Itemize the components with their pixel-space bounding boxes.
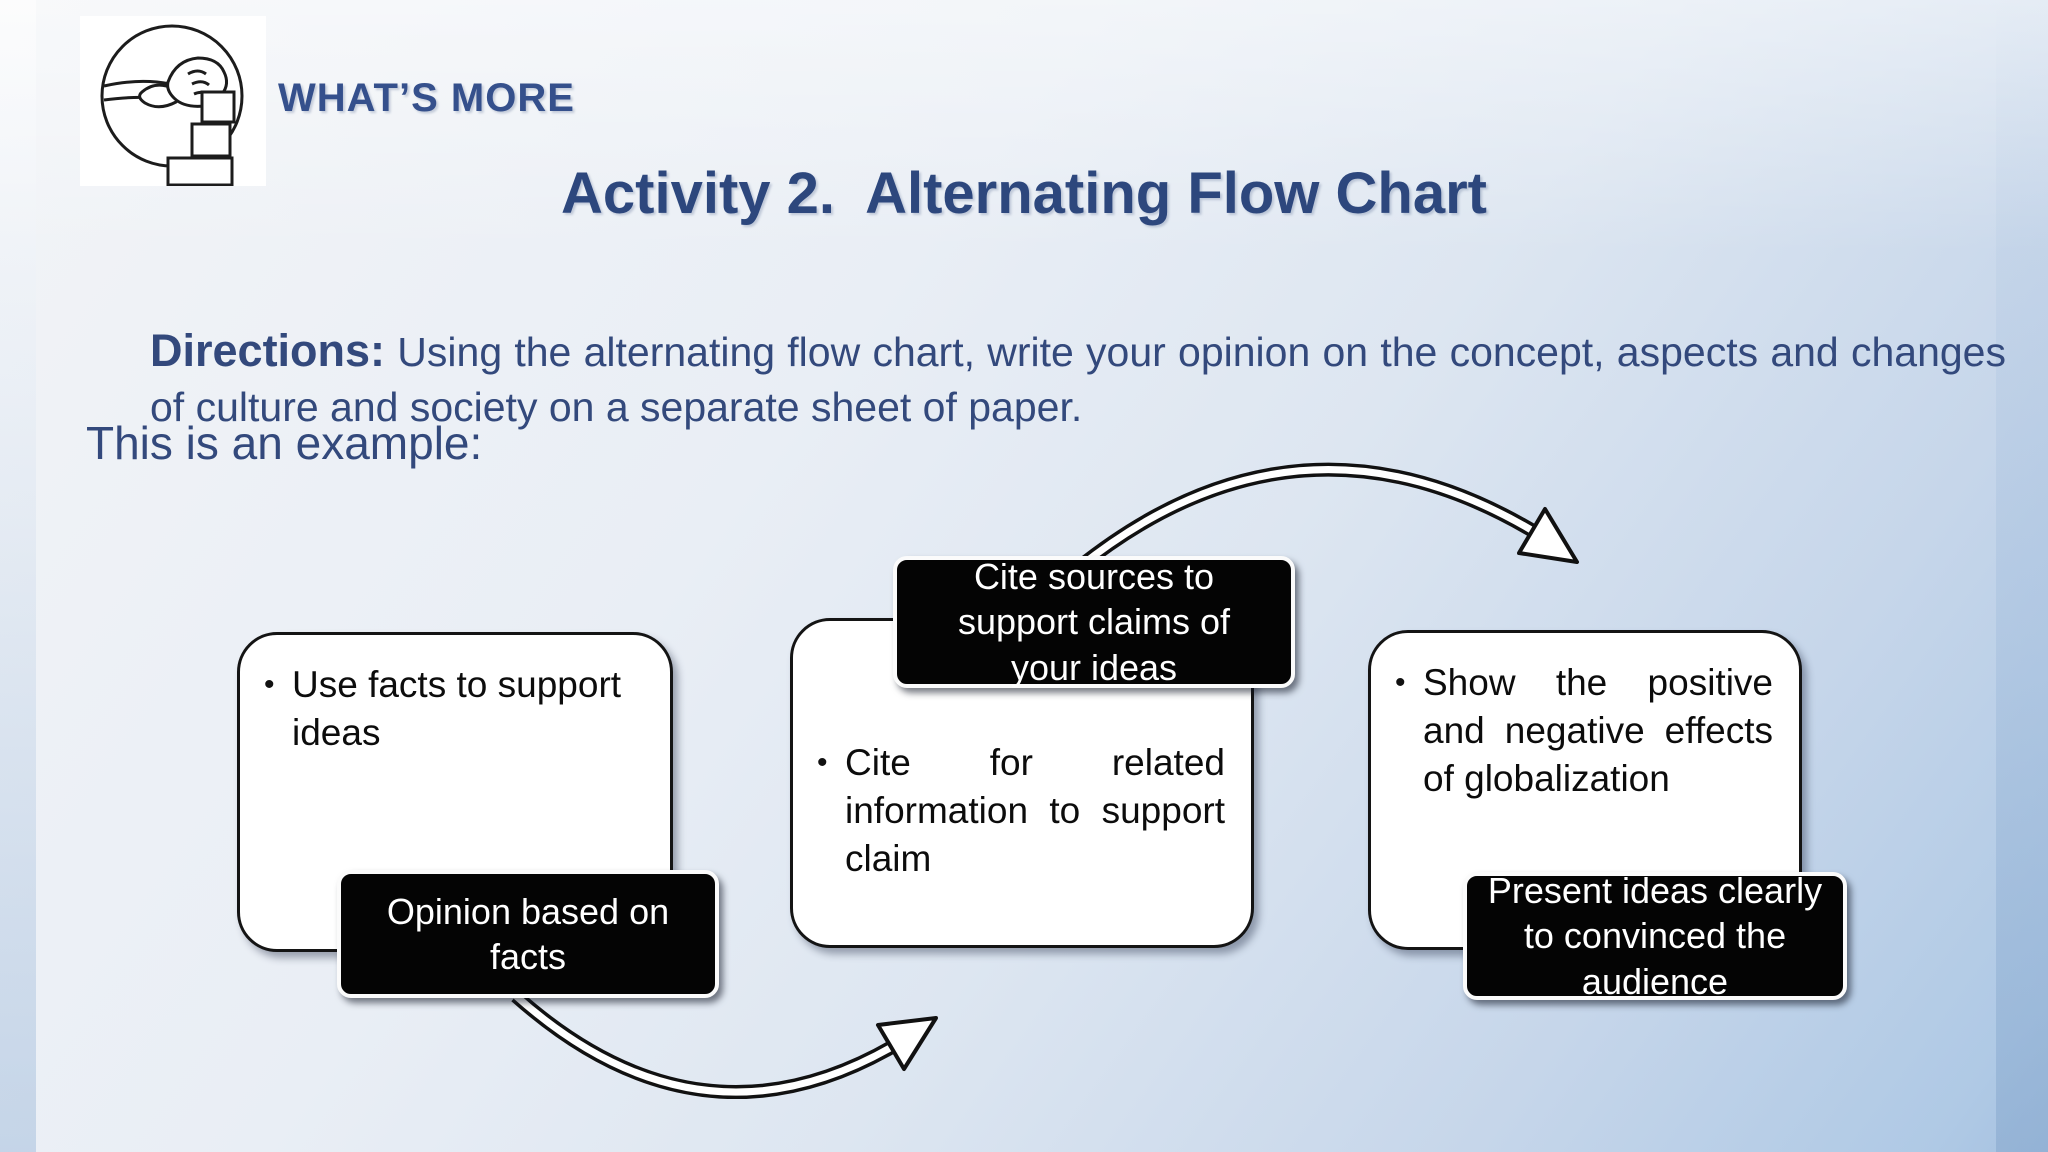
white-box-text: Show the positive and negative effects o… (1423, 662, 1773, 799)
black-box-text: Present ideas clearly to convinced the a… (1487, 869, 1823, 1002)
directions-text: Using the alternating flow chart, write … (150, 329, 2006, 431)
bullet: • (264, 668, 275, 701)
black-box-cite-sources: Cite sources to support claims of your i… (893, 556, 1295, 688)
bottom-arrow-icon (511, 990, 938, 1100)
black-box-text: Opinion based on facts (386, 890, 670, 977)
white-box-text: Cite for related information to support … (845, 742, 1225, 879)
activity-title: Activity 2. Alternating Flow Chart (561, 161, 1487, 226)
directions-paragraph: Directions: Using the alternating flow c… (150, 321, 2006, 435)
bullet: • (817, 746, 828, 779)
white-box-text: Use facts to support ideas (292, 664, 622, 753)
black-box-opinion: Opinion based on facts (337, 870, 719, 998)
right-edge-gradient (1996, 0, 2048, 1152)
hand-stacking-blocks-icon (80, 16, 266, 186)
bullet: • (1395, 666, 1406, 699)
black-box-present-ideas: Present ideas clearly to convinced the a… (1463, 870, 1847, 1002)
example-label: This is an example: (86, 417, 483, 469)
kicker-whats-more: WHAT’S MORE (278, 76, 575, 120)
left-edge-gradient (0, 0, 36, 1152)
black-box-text: Cite sources to support claims of your i… (957, 555, 1231, 688)
directions-label: Directions: (150, 325, 386, 376)
